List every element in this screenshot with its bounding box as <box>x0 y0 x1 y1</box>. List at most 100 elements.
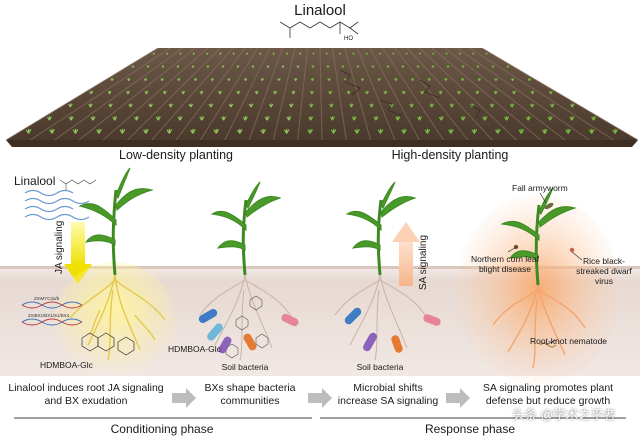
seedling <box>89 90 94 95</box>
seedling <box>476 65 480 68</box>
seedling <box>285 52 289 55</box>
seedling <box>119 128 126 134</box>
seedling <box>352 52 355 55</box>
seedling <box>328 90 333 95</box>
seedling <box>134 116 140 121</box>
seedling <box>272 52 275 55</box>
seedling <box>327 78 331 82</box>
seedling <box>530 90 535 95</box>
seedling <box>259 52 262 55</box>
seedling <box>96 128 102 134</box>
seedling <box>401 90 406 95</box>
field-cracks <box>339 69 481 119</box>
seedling <box>286 116 292 121</box>
field-row-line <box>406 47 493 141</box>
field-illustration <box>5 47 639 147</box>
seedling <box>268 103 274 108</box>
seedling <box>128 103 133 108</box>
seedling <box>386 65 390 68</box>
dna-strand <box>21 301 83 326</box>
field-row-line <box>331 47 347 141</box>
seedling <box>549 103 555 108</box>
field-row-line <box>224 47 271 141</box>
linalool-structure-small <box>59 179 97 190</box>
roots-panel-1 <box>69 274 166 361</box>
seedling <box>329 103 334 108</box>
seedling <box>311 65 315 68</box>
hdmboa-label-2: HDMBOA-Glc <box>168 344 221 354</box>
field-row-line <box>456 47 590 141</box>
seedling <box>471 52 475 55</box>
seedling <box>612 128 618 134</box>
seedling <box>482 116 488 121</box>
field-row-line <box>481 47 639 141</box>
gene-label-2: ZmBX1/BX1/S1/BX4 <box>28 313 70 318</box>
seedling <box>277 78 281 82</box>
seedling <box>510 78 515 82</box>
seedling <box>181 90 186 95</box>
sa-signaling-label: SA signaling <box>418 234 429 290</box>
seedling <box>569 103 575 108</box>
seedling <box>360 78 365 82</box>
seedling <box>293 78 298 82</box>
seedling <box>312 52 315 55</box>
seedling <box>460 78 465 82</box>
seedling <box>236 65 240 68</box>
hdmboa-label-1: HDMBOA-Glc <box>40 360 93 370</box>
seedling <box>365 52 368 55</box>
field-row-line <box>5 47 159 141</box>
seedling <box>394 78 398 82</box>
seedling <box>264 116 270 121</box>
seedling <box>125 90 130 95</box>
nematode-label: Root-knot nematode <box>530 336 608 346</box>
seedling <box>165 52 169 55</box>
seedling <box>288 103 294 108</box>
seedling <box>179 52 182 55</box>
gene-label-1: ZmMYC2a/b <box>34 296 60 301</box>
field-row-line <box>54 47 184 141</box>
seedling <box>296 65 300 68</box>
seedling <box>217 90 222 95</box>
seedling <box>127 78 131 82</box>
field-row-line <box>200 47 259 141</box>
seedling <box>291 90 296 95</box>
fall-armyworm-label: Fall armyworm <box>512 183 568 193</box>
linalool-label: Linalool <box>14 174 56 188</box>
seedling <box>349 103 354 108</box>
field-row-line <box>248 47 284 141</box>
seedling <box>193 78 198 82</box>
seedling <box>401 128 407 134</box>
seedling <box>401 65 405 68</box>
seedling <box>565 128 571 134</box>
caption-4: SA signaling promotes plant defense but … <box>482 382 614 407</box>
field-seedlings <box>25 52 618 134</box>
seedling <box>525 116 531 121</box>
seedling <box>427 78 431 82</box>
seedling <box>527 78 532 82</box>
field-row-line <box>151 47 234 141</box>
seedling <box>351 116 357 121</box>
seedling <box>131 65 135 68</box>
bacteria-panel-2 <box>198 309 299 354</box>
seedling <box>416 65 420 68</box>
conditioning-phase-label: Conditioning phase <box>110 422 214 436</box>
seedling <box>449 103 455 108</box>
sa-arrow <box>392 222 420 286</box>
seedling <box>221 65 225 68</box>
field-row-line <box>297 47 309 141</box>
seedling <box>192 52 195 55</box>
roots-panel-4 <box>492 284 586 369</box>
compound-structure-panel1 <box>81 332 135 356</box>
seedling <box>371 65 375 68</box>
seedling <box>206 65 210 68</box>
field-row-line <box>30 47 171 141</box>
seedling <box>460 116 466 121</box>
caption-2: BXs shape bacteria communities <box>204 382 296 407</box>
seedling <box>506 65 510 68</box>
molecule-ho-label: HO <box>344 36 353 42</box>
field-row-line <box>272 47 296 141</box>
seedling <box>548 90 553 95</box>
seedling <box>144 90 149 95</box>
field-row-line <box>356 47 396 141</box>
seedling <box>260 78 265 82</box>
